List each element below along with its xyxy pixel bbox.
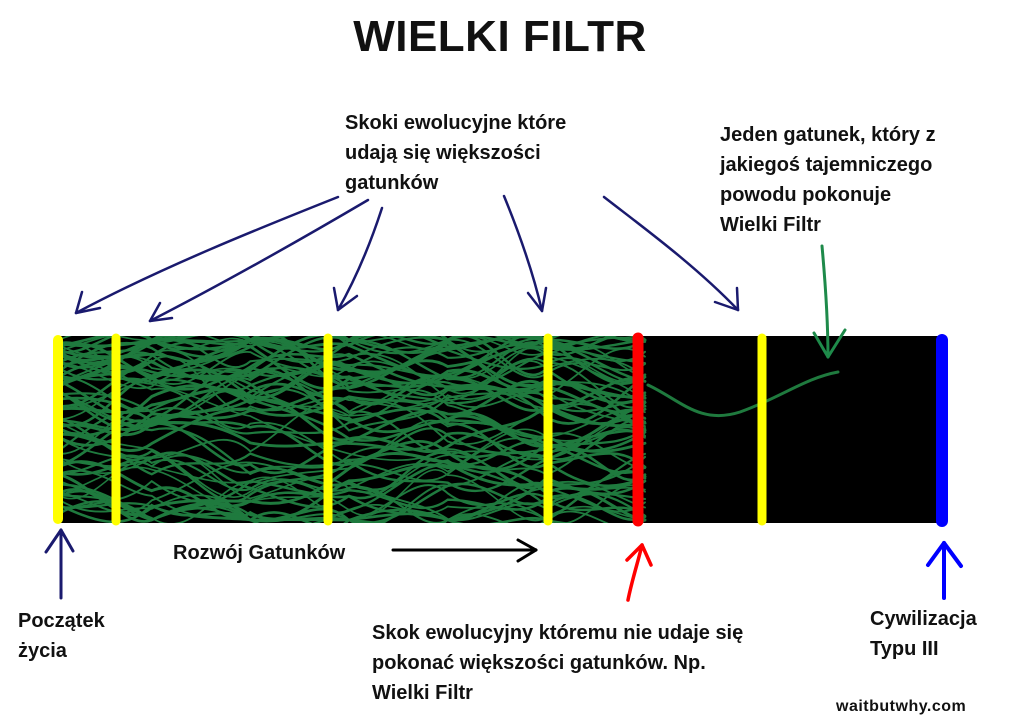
label-start-of-life: Początek życia <box>18 610 105 662</box>
arrow-start-of-life <box>44 528 75 600</box>
label-type-three: Cywilizacja Typu III <box>870 608 977 660</box>
label-development: Rozwój Gatunków <box>173 542 346 564</box>
label-common-jumps: Skoki ewolucyjne które udają się większo… <box>345 112 567 194</box>
diagram-title: WIELKI FILTR <box>353 12 647 61</box>
arrow-development <box>391 538 538 563</box>
pointer-arrows <box>44 194 963 602</box>
arrow-to-jump-4 <box>602 195 740 312</box>
arrow-great-filter <box>625 543 653 602</box>
arrow-type-three <box>926 541 963 600</box>
arrow-to-surviving-species <box>812 244 847 359</box>
timeline-markers <box>53 332 948 527</box>
arrow-to-jump-3 <box>502 194 548 313</box>
label-one-species: Jeden gatunek, który z jakiegoś tajemnic… <box>720 124 936 236</box>
arrow-to-start-jump <box>74 195 340 315</box>
arrow-to-jump-1 <box>148 198 370 323</box>
watermark: waitbutwhy.com <box>836 698 967 715</box>
surviving-species-strand <box>646 370 840 418</box>
label-great-filter-jump: Skok ewolucyjny któremu nie udaje się po… <box>372 622 744 704</box>
arrow-to-jump-2 <box>332 206 384 312</box>
